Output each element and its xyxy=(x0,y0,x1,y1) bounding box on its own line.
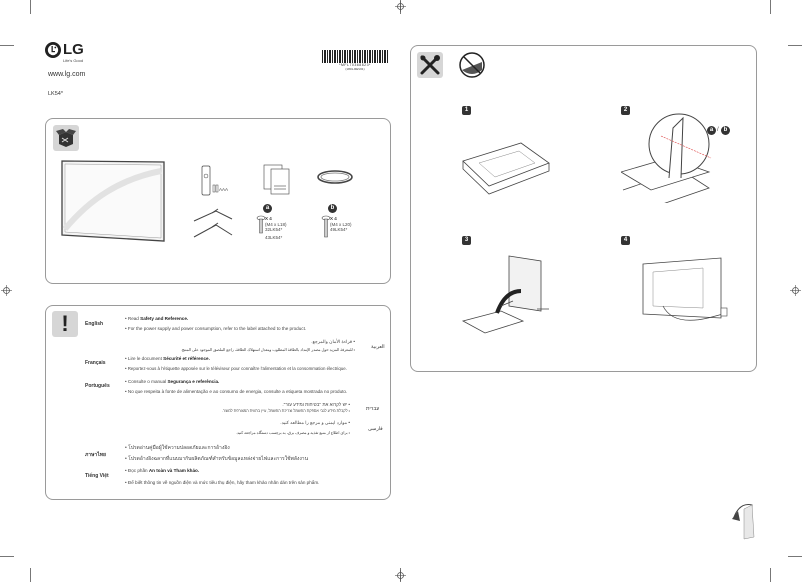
french-line-1: • Lire le document Sécurité et référence… xyxy=(125,356,210,361)
tv-illustration xyxy=(61,160,165,242)
step-3-stand-up-illustration xyxy=(461,255,549,334)
persian-line-1: • موارد ایمنی و مرجع را مطالعه کنید. xyxy=(280,420,350,425)
portuguese-doc-title: Segurança e referência. xyxy=(167,379,220,384)
lang-hebrew: עברית xyxy=(366,406,380,412)
step-3-badge: 3 xyxy=(462,236,471,245)
lang-french: Français xyxy=(85,360,106,366)
english-line-1-text: • Read xyxy=(125,316,141,321)
tagline: Life's Good xyxy=(63,58,84,63)
step-2-attach-stand-illustration xyxy=(621,113,712,203)
thai-line-2: • โปรดอ้างอิงฉลากที่แนบมากับผลิตภัณฑ์สำห… xyxy=(125,456,309,462)
accessories-panel: AAA a X 4 (M4 x L18) 32LK54* 43LK54* b X… xyxy=(45,118,391,284)
crop-mark xyxy=(770,0,771,14)
battery-label: AAA xyxy=(219,187,229,192)
hebrew-line-1: • יש לקרוא את "בטיחות ומידע עזר". xyxy=(282,402,350,407)
english-line-1: • Read Safety and Reference. xyxy=(125,316,188,321)
vietnamese-doc-title: An toàn và Tham khảo. xyxy=(148,468,200,473)
screw-a-model: 43LK54* xyxy=(265,234,283,240)
step-4-connect-power-illustration xyxy=(642,257,728,321)
lang-persian: فارسی xyxy=(368,426,383,432)
crop-mark xyxy=(0,45,14,46)
arabic-line-1: • قراءة الأمان والمرجع. xyxy=(311,339,355,344)
crop-mark xyxy=(30,568,31,582)
screw-a-qty: X 4 xyxy=(265,216,272,221)
screw-b-details: X 4 (M4 x L20) 49LK54* xyxy=(330,216,352,233)
registration-mark-icon xyxy=(790,285,801,296)
notice-panel: ! English • Read Safety and Reference. •… xyxy=(45,305,391,500)
brand-name: LG xyxy=(63,41,84,58)
lang-vietnamese: Tiếng Việt xyxy=(85,473,109,479)
portuguese-line-1: • Consulte o manual Segurança e referênc… xyxy=(125,379,219,384)
screw-b-model: 49LK54* xyxy=(330,227,348,232)
french-line-1-text: • Lire le document xyxy=(125,356,164,361)
power-cord-illustration xyxy=(317,170,353,184)
exclamation-icon: ! xyxy=(52,311,78,337)
crop-mark xyxy=(30,0,31,14)
screw-option-a-badge: a xyxy=(707,126,716,135)
lang-thai: ภาษาไทย xyxy=(85,452,106,458)
screw-option-b-badge: b xyxy=(721,126,730,135)
box-icon xyxy=(53,125,79,151)
portuguese-line-1-text: • Consulte o manual xyxy=(125,379,168,384)
screw-a-badge: a xyxy=(263,204,272,213)
barcode-revision: (1801-REV01) xyxy=(345,67,365,71)
manuals-illustration xyxy=(263,164,290,195)
step-4-badge: 4 xyxy=(621,236,630,245)
step-1-tv-face-down-illustration xyxy=(462,142,550,195)
vietnamese-line-2: • Để biết thông tin về nguồn điện và mức… xyxy=(125,480,320,485)
french-doc-title: Sécurité et référence. xyxy=(163,356,210,361)
english-line-2: • For the power supply and power consump… xyxy=(125,326,307,331)
barcode: *MFL70368823* (1801-REV01) xyxy=(322,50,388,71)
screw-b-illustration xyxy=(321,215,331,238)
vietnamese-line-1: • Đọc phần An toàn và Tham khảo. xyxy=(125,468,199,473)
lang-arabic: العربية xyxy=(371,344,385,350)
portuguese-line-2: • No que respeita à fonte de alimentação… xyxy=(125,389,348,394)
lang-portuguese: Português xyxy=(85,383,110,389)
crop-mark xyxy=(0,556,14,557)
crop-mark xyxy=(788,556,802,557)
french-line-2: • Reportez-vous à l'étiquette apposée su… xyxy=(125,366,347,371)
crop-mark xyxy=(770,568,771,582)
registration-mark-icon xyxy=(395,1,406,12)
screw-option-separator: / xyxy=(717,127,719,133)
website: www.lg.com xyxy=(48,71,86,78)
screw-b-qty: X 4 xyxy=(330,216,337,221)
english-doc-title: Safety and Reference. xyxy=(140,316,189,321)
screw-a-details: X 4 (M4 x L18) 32LK54* 43LK54* xyxy=(265,216,287,240)
screw-a-illustration xyxy=(256,215,266,234)
barcode-number: *MFL70368823* xyxy=(339,63,371,67)
lang-english: English xyxy=(85,321,104,327)
hebrew-line-2: • לקבלת מידע לגבי אספקת החשמל וצריכת החש… xyxy=(222,409,350,413)
arabic-line-2: • للمعرفة المزيد حول مصدر الإمداد بالطاق… xyxy=(180,348,355,352)
screw-a-model: 32LK54* xyxy=(265,227,283,232)
step-2-badge: 2 xyxy=(621,106,630,115)
thai-line-1: • โปรดอ่านคู่มือผู้ใช้ความปลอดภัยและการอ… xyxy=(125,445,230,451)
registration-mark-icon xyxy=(1,285,12,296)
screw-a-spec: (M4 x L18) xyxy=(265,221,287,227)
screw-b-badge: b xyxy=(328,204,337,213)
model-number: LK54* xyxy=(48,91,63,97)
lg-face-icon xyxy=(45,42,61,58)
tools-icon xyxy=(417,52,443,78)
crop-mark xyxy=(788,45,802,46)
registration-mark-icon xyxy=(395,570,406,581)
screw-b-spec: (M4 x L20) xyxy=(330,221,352,227)
step-1-badge: 1 xyxy=(462,106,471,115)
stand-illustration xyxy=(193,208,233,238)
no-cushion-icon xyxy=(459,52,485,78)
assembly-panel: 1 2 a / b 3 4 xyxy=(410,45,757,372)
fold-arrow-icon xyxy=(732,504,755,540)
remote-and-batteries-illustration xyxy=(201,165,219,196)
vietnamese-line-1-text: • Đọc phần xyxy=(125,468,149,473)
persian-line-2: • برای اطلاع از منبع تغذیه و مصرف برق، ب… xyxy=(235,431,350,435)
